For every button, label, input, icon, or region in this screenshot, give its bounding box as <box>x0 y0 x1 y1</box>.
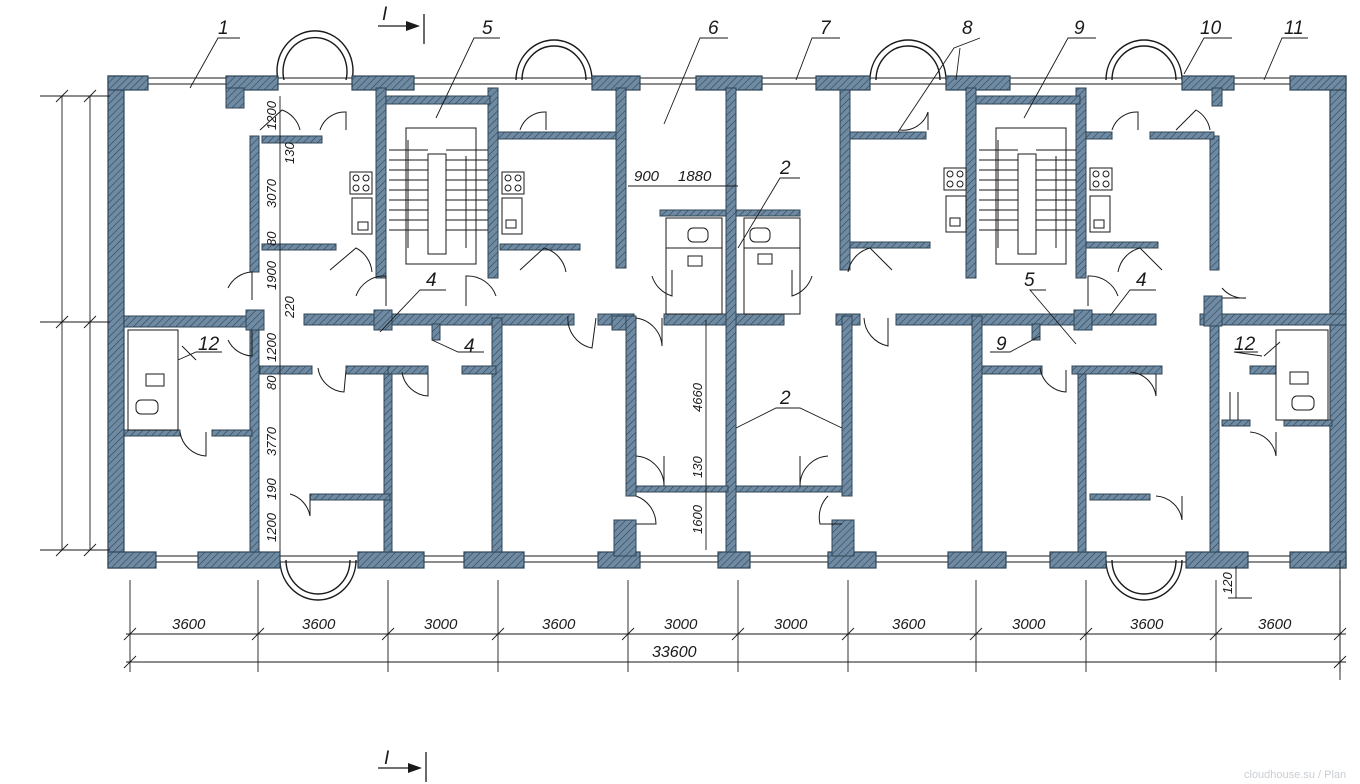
kitchen-fixtures <box>349 167 1113 235</box>
dimension-lines <box>40 89 1347 680</box>
vdim-10: 190 <box>264 478 279 500</box>
cdim-3: 1600 <box>690 504 705 534</box>
callout-8: 8 <box>962 18 973 39</box>
staircases <box>389 127 1076 265</box>
vdim-7: 1200 <box>264 332 279 362</box>
callout-10: 10 <box>1200 18 1222 39</box>
bay-window-bottom-1 <box>279 559 357 601</box>
interior-walls <box>123 87 1347 557</box>
dim-10: 3600 <box>1258 616 1292 633</box>
bay-windows <box>276 30 1183 601</box>
vdim-3: 3070 <box>264 178 279 208</box>
left-vertical-dimensions: 1200 130 3070 80 1900 220 1200 80 3770 1… <box>264 100 297 542</box>
dim-3: 3000 <box>424 616 458 633</box>
sdim-120: 120 <box>1220 572 1235 594</box>
bay-window-top-2 <box>515 39 593 81</box>
bay-window-top-4 <box>1105 39 1183 81</box>
dim-9: 3600 <box>1130 616 1164 633</box>
callout-9-right: 9 <box>996 334 1007 355</box>
callout-9-top: 9 <box>1074 18 1085 39</box>
dim-7: 3600 <box>892 616 926 633</box>
callout-2-top: 2 <box>779 158 791 179</box>
watermark: cloudhouse.su / Plan <box>1244 769 1346 781</box>
dim-inner-900: 900 <box>634 168 660 185</box>
callout-1: 1 <box>218 18 229 39</box>
callout-leaders <box>177 37 1308 429</box>
dim-1: 3600 <box>172 616 206 633</box>
section-mark-top: I <box>382 4 388 25</box>
door-swings <box>179 109 1281 525</box>
callout-6: 6 <box>708 18 719 39</box>
horizontal-dimensions: 3600 3600 3000 3600 3000 3000 3600 3000 … <box>172 168 1292 661</box>
bay-window-top-3 <box>869 39 947 81</box>
section-mark-bottom: I <box>384 748 390 769</box>
dim-6: 3000 <box>774 616 808 633</box>
center-vertical-dimensions: 4660 130 1600 120 <box>690 382 1235 594</box>
vdim-11: 1200 <box>264 512 279 542</box>
callout-labels: 1 5 6 7 8 9 10 11 2 2 4 4 4 5 12 9 12 <box>198 18 1304 409</box>
vdim-5: 1900 <box>264 260 279 290</box>
vdim-4: 80 <box>264 231 279 246</box>
vdim-6: 220 <box>282 296 297 319</box>
vdim-9: 3770 <box>264 426 279 456</box>
callout-4-c: 4 <box>1136 270 1147 291</box>
callout-7: 7 <box>820 18 832 39</box>
callout-12-right: 12 <box>1234 334 1256 355</box>
vdim-1: 1200 <box>264 100 279 130</box>
section-marks: I I <box>378 4 427 782</box>
sanitary-blocks <box>127 217 1329 431</box>
dim-4: 3600 <box>542 616 576 633</box>
dim-overall: 33600 <box>652 644 697 661</box>
callout-12-left: 12 <box>198 334 220 355</box>
dim-inner-1880: 1880 <box>678 168 712 185</box>
outer-walls <box>107 75 1347 569</box>
dim-5: 3000 <box>664 616 698 633</box>
callout-4-a: 4 <box>426 270 437 291</box>
vdim-8: 80 <box>264 375 279 390</box>
callout-5-right: 5 <box>1024 270 1035 291</box>
callout-2-center: 2 <box>779 388 791 409</box>
callout-5-top: 5 <box>482 18 493 39</box>
cdim-1: 4660 <box>690 382 705 412</box>
dim-8: 3000 <box>1012 616 1046 633</box>
cdim-2: 130 <box>690 456 705 478</box>
vdim-2: 130 <box>282 142 297 164</box>
callout-4-b: 4 <box>464 336 475 357</box>
bay-window-bottom-2 <box>1105 559 1183 601</box>
callout-11: 11 <box>1284 18 1304 39</box>
dim-2: 3600 <box>302 616 336 633</box>
